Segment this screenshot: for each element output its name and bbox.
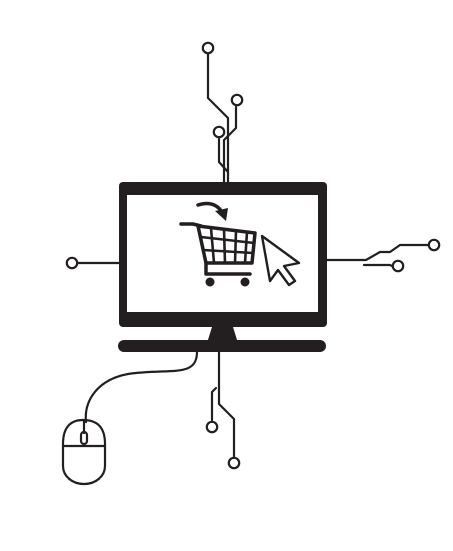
trace-node-top-right [230, 93, 244, 107]
computer-mouse-icon [61, 418, 107, 486]
circuit-trace-right [324, 238, 441, 273]
circuit-trace-left [65, 256, 123, 270]
mouse-cable [84, 350, 199, 424]
curved-arrow-icon [196, 201, 228, 221]
trace-node-right-lower [391, 259, 405, 273]
trace-node-top-left [201, 41, 215, 55]
monitor-neck [207, 327, 238, 343]
mouse-scroll-wheel [79, 430, 89, 446]
cart-wheel-right [240, 277, 250, 287]
trace-node-bottom-long [227, 456, 241, 470]
trace-right-upper [324, 243, 430, 262]
monitor-base [118, 340, 326, 352]
circuit-trace-icon [201, 41, 244, 185]
shopping-cart-icon [179, 222, 257, 287]
trace-top-right [222, 105, 238, 185]
cart-grid-col-4 [243, 230, 249, 265]
cursor-arrow-icon [260, 234, 301, 287]
cart-grid [199, 226, 256, 265]
trace-node-top-short [212, 125, 226, 139]
cart-grid-col-2 [222, 227, 227, 265]
cursor-arrow-outline [260, 234, 301, 287]
mouse-body [61, 418, 107, 486]
trace-bottom-long [217, 350, 236, 459]
trace-node-right-upper [427, 238, 441, 252]
trace-right-lower [362, 263, 394, 268]
circuit-trace-bottom [205, 350, 241, 470]
trace-node-left [65, 256, 79, 270]
cart-grid-col-3 [233, 229, 238, 265]
trace-top-left [206, 52, 230, 185]
trace-node-bottom-short [205, 420, 219, 434]
curved-arrow-head [215, 208, 228, 221]
cart-wheel-left [205, 277, 215, 287]
trace-top-short [217, 137, 230, 174]
cart-grid-col-1 [209, 226, 216, 265]
cart-frame [204, 261, 252, 276]
monitor-icon [118, 182, 327, 352]
trace-bottom-short [210, 386, 218, 422]
